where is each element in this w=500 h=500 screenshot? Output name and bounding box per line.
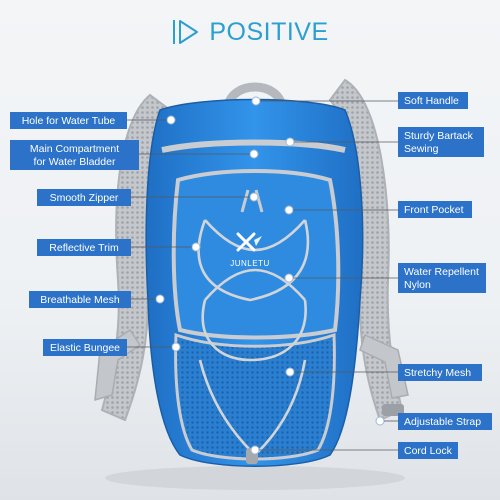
label-elastic-bungee: Elastic Bungee: [43, 339, 127, 356]
label-cord-lock: Cord Lock: [398, 442, 458, 459]
callout-dot-icon: [284, 273, 294, 283]
label-smooth-zipper: Smooth Zipper: [37, 189, 131, 206]
callout-dot-icon: [375, 416, 385, 426]
stretchy-mesh-pocket: [174, 332, 336, 461]
front-pocket: [171, 169, 341, 340]
ground-shadow: [105, 466, 405, 490]
brand-logo-icon: [236, 232, 262, 252]
label-hole-for-water-tube: Hole for Water Tube: [10, 112, 127, 129]
brand-wordmark: JUNLETU: [230, 259, 270, 268]
callout-dot-icon: [171, 342, 181, 352]
top-zipper-band: [161, 139, 346, 153]
callout-dot-icon: [250, 445, 260, 455]
callout-dot-icon: [155, 294, 165, 304]
callout-dot-icon: [191, 242, 201, 252]
callout-dot-icon: [284, 205, 294, 215]
play-outline-icon: [173, 20, 199, 44]
callout-dot-icon: [166, 115, 176, 125]
label-stretchy-mesh: Stretchy Mesh: [398, 364, 482, 381]
right-side-strap: [359, 333, 409, 399]
label-adjustable-strap: Adjustable Strap: [398, 413, 492, 430]
zipper-pull: [240, 189, 250, 213]
callout-dot-icon: [285, 367, 295, 377]
label-reflective-trim: Reflective Trim: [37, 239, 131, 256]
callout-dot-icon: [251, 96, 261, 106]
label-front-pocket: Front Pocket: [398, 201, 472, 218]
callout-dot-icon: [249, 192, 259, 202]
label-breathable-mesh: Breathable Mesh: [29, 291, 131, 308]
diagram-title: POSITIVE: [0, 16, 500, 48]
callout-dot-icon: [249, 149, 259, 159]
label-sturdy-bartack-sewing: Sturdy Bartack Sewing: [398, 127, 484, 157]
label-main-compartment: Main Compartment for Water Bladder: [10, 140, 139, 170]
title-text: POSITIVE: [209, 17, 329, 46]
callout-dot-icon: [285, 137, 295, 147]
label-soft-handle: Soft Handle: [398, 92, 468, 109]
label-water-repellent-nylon: Water Repellent Nylon: [398, 263, 486, 293]
